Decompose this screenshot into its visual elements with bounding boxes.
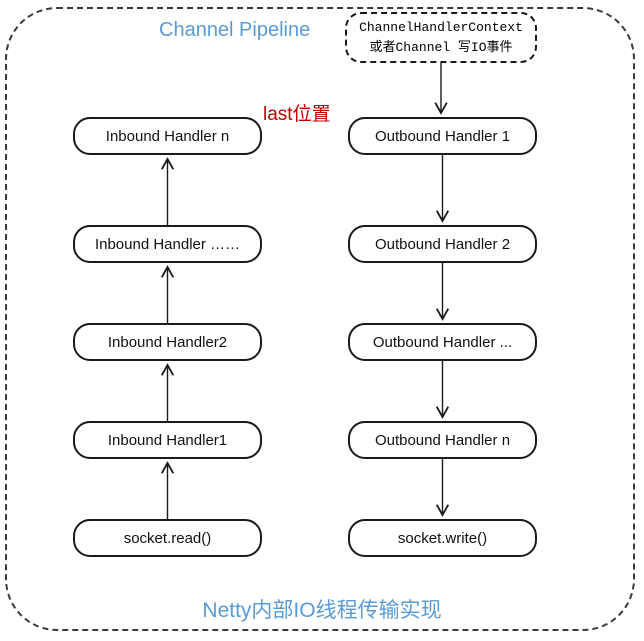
node-inbound-handler-dots: Inbound Handler …… [73,225,262,263]
bottom-title: Netty内部IO线程传输实现 [202,599,442,622]
node-inbound-handler1: Inbound Handler1 [73,421,262,459]
node-inbound-handler-n: Inbound Handler n [73,117,262,155]
node-socket-write: socket.write() [348,519,537,557]
node-outbound-handler-2: Outbound Handler 2 [348,225,537,263]
node-socket-read: socket.read() [73,519,262,557]
pipeline-boundary-border [5,7,635,631]
node-outbound-handler-1: Outbound Handler 1 [348,117,537,155]
context-node-line2: 或者Channel 写IO事件 [369,39,513,55]
context-node: ChannelHandlerContext 或者Channel 写IO事件 [345,12,537,63]
last-position-label: last位置 [263,104,331,125]
pipeline-title: Channel Pipeline [159,19,311,41]
node-outbound-handler-dots: Outbound Handler ... [348,323,537,361]
node-outbound-handler-n: Outbound Handler n [348,421,537,459]
node-inbound-handler2: Inbound Handler2 [73,323,262,361]
context-node-line1: ChannelHandlerContext [359,20,523,35]
